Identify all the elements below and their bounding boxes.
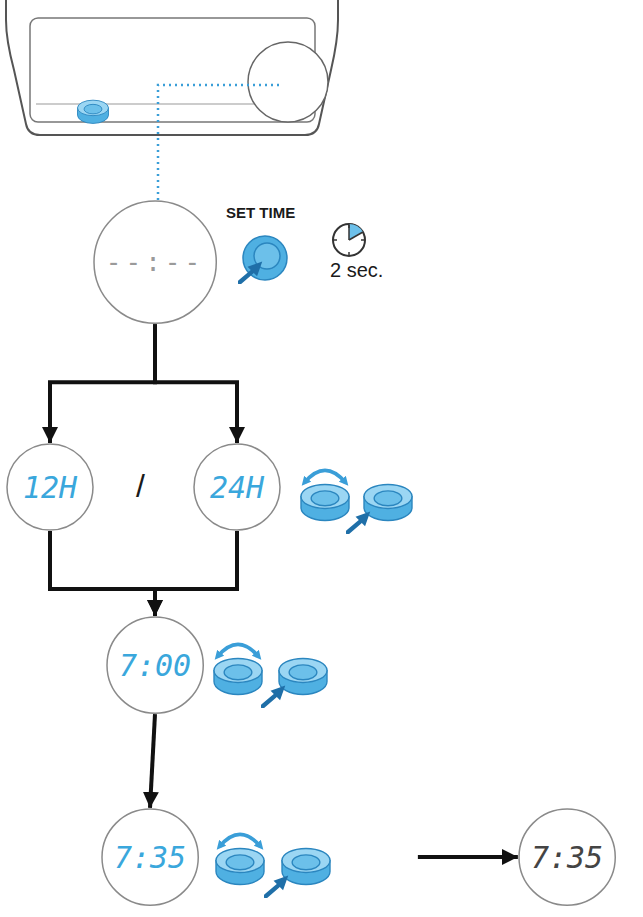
display-circle: 7:35 bbox=[518, 808, 616, 906]
duration-label: 2 sec. bbox=[330, 259, 383, 281]
display-circle: 24H bbox=[193, 443, 281, 531]
display-circle: 12H bbox=[6, 443, 94, 531]
press-knob bbox=[263, 658, 327, 706]
press-knob bbox=[348, 484, 412, 532]
step-arrow bbox=[155, 531, 237, 616]
display-readout: 12H bbox=[23, 471, 77, 504]
step-arrow bbox=[155, 324, 237, 443]
separator: / bbox=[136, 469, 145, 504]
display-circle: 7:35 bbox=[101, 808, 199, 906]
step-arrow bbox=[199, 855, 518, 859]
display-readout: 7:00 bbox=[119, 649, 191, 682]
display-circle: 7:00 bbox=[106, 616, 204, 714]
rotate-knob bbox=[214, 644, 262, 694]
rotate-knob bbox=[301, 470, 349, 520]
device-housing bbox=[6, 0, 338, 135]
clock-icon bbox=[333, 224, 365, 256]
step-arrow bbox=[50, 324, 155, 443]
press-knob bbox=[266, 848, 330, 896]
set-time-button bbox=[240, 236, 287, 282]
rotate-knob bbox=[216, 834, 264, 884]
display-readout: --:-- bbox=[106, 248, 204, 277]
button-label: SET TIME bbox=[226, 205, 295, 222]
display-circle: --:-- bbox=[93, 200, 217, 324]
step-arrow bbox=[50, 531, 155, 616]
display-readout: 7:35 bbox=[531, 841, 603, 874]
display-readout: 24H bbox=[210, 471, 264, 504]
step-arrow bbox=[150, 714, 155, 808]
display-readout: 7:35 bbox=[114, 841, 186, 874]
leader-line bbox=[158, 85, 282, 212]
